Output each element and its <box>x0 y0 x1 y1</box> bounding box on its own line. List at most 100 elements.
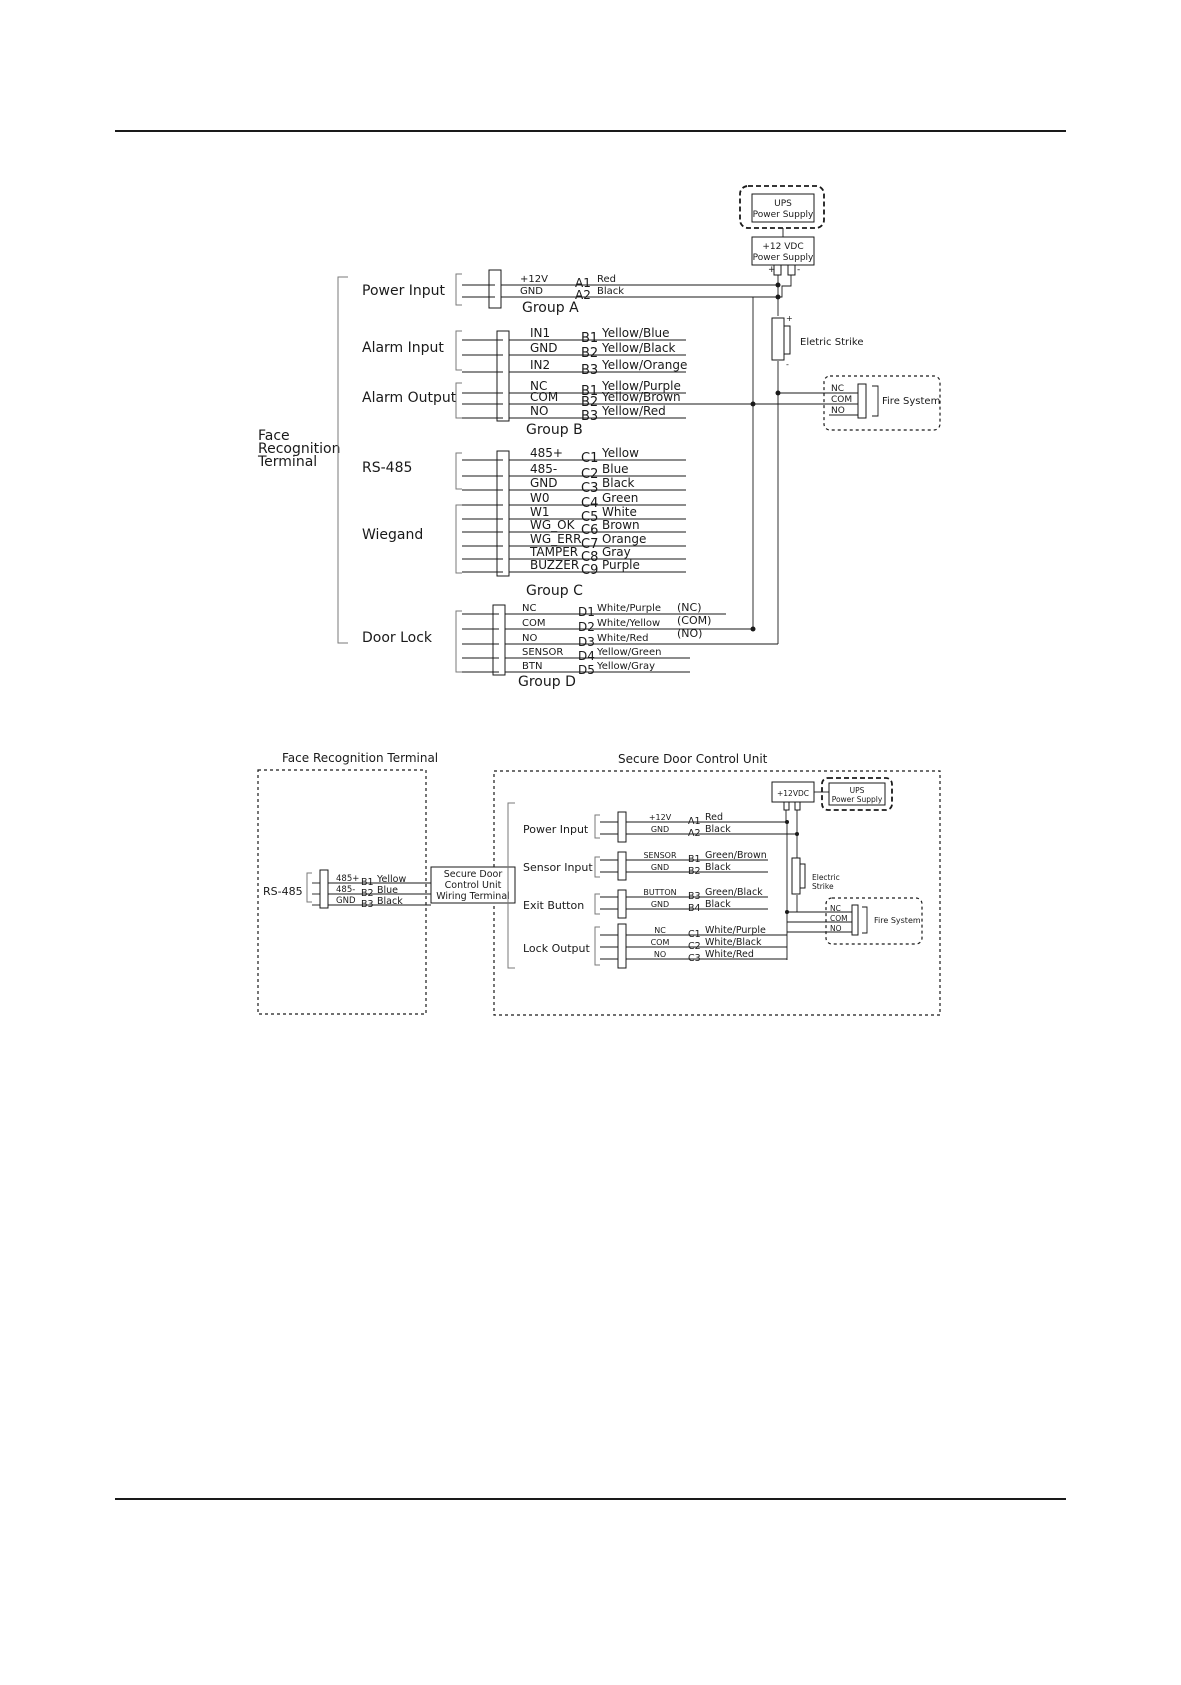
wire-pin: B1 <box>581 384 598 399</box>
bracket-alarm-in <box>455 330 462 371</box>
fire-pin-no: NO <box>831 406 845 416</box>
bottom-fire-link-wire <box>787 903 852 933</box>
wire-pin: C8 <box>581 550 598 565</box>
wire-color: White/Red <box>705 949 754 960</box>
wire-color: White/Purple <box>597 603 661 614</box>
wire-color: White/Purple <box>705 925 766 936</box>
wire-pin: C2 <box>581 467 598 482</box>
psu-label-2: Power Supply <box>753 253 814 263</box>
ups-box <box>751 193 815 223</box>
section-door-lock: Door Lock <box>362 630 433 646</box>
wire-signal-name: BUTTON <box>643 888 676 897</box>
wire-pin: B3 <box>688 891 701 902</box>
section-rs485: RS-485 <box>362 460 412 476</box>
wire-pin: A1 <box>575 276 591 290</box>
bottom-fire-bracket <box>862 906 868 934</box>
bottom-connector-a <box>617 811 627 843</box>
bottom-fire-dashed-box <box>825 897 923 945</box>
wire-signal-name: WG_ERR <box>530 532 581 546</box>
secure-door-unit-diagram: Face Recognition Terminal Secure Door Co… <box>257 751 941 1016</box>
wire-signal-name: GND <box>520 286 543 297</box>
wire-pin: D3 <box>578 635 595 649</box>
bottom-psu-terminal-minus <box>794 801 801 811</box>
bottom-section-power: Power Input <box>523 823 589 836</box>
wire-pin: B1 <box>361 877 374 888</box>
bottom-psu-label: +12VDC <box>777 789 809 798</box>
wire-signal-name: TAMPER <box>529 545 578 559</box>
wire-pin: C3 <box>688 953 701 964</box>
ups-dashed-box <box>739 185 825 229</box>
bracket-door-lock <box>455 610 462 673</box>
bottom-strike-latch <box>799 863 806 889</box>
bottom-psu-terminal-plus <box>783 801 790 811</box>
connector-group-c <box>496 450 510 577</box>
strike-body <box>771 317 785 361</box>
section-alarm-input: Alarm Input <box>362 340 444 356</box>
wire-color: Yellow <box>601 446 639 460</box>
rs485-bracket <box>306 872 312 903</box>
wire-pin: A2 <box>688 828 701 839</box>
wire-pin: A1 <box>688 816 701 827</box>
wire-color: Black <box>705 824 731 835</box>
terminal-wiring-diagram: Face Recognition Terminal Power Input Al… <box>257 185 941 690</box>
wire-color: Brown <box>602 518 640 532</box>
fire-pin-nc: NC <box>831 384 844 394</box>
fire-pin-com: COM <box>831 395 852 405</box>
fire-system-relay <box>857 383 867 419</box>
wire-pin: A2 <box>575 288 591 302</box>
wire-pin: D5 <box>578 663 595 677</box>
psu-terminal-plus <box>773 264 782 276</box>
wire-signal-name: 485- <box>530 462 557 476</box>
wire-pin: D4 <box>578 649 595 663</box>
bracket-alarm-out <box>455 382 462 419</box>
wire-signal-name: NO <box>530 404 548 418</box>
fire-system-dashed-box <box>823 375 941 431</box>
wire-color: Yellow/Gray <box>596 661 655 672</box>
wire-pin: B4 <box>688 903 701 914</box>
wiring-terminal-box <box>430 866 516 904</box>
wire-signal-name: 485+ <box>530 446 563 460</box>
section-power-input: Power Input <box>362 283 446 299</box>
psu-box <box>751 236 815 266</box>
wire-pin: C1 <box>688 929 701 940</box>
ups-label-2: Power Supply <box>753 210 814 220</box>
group-d-label: Group D <box>518 674 576 690</box>
bottom-bracket-lock <box>594 926 600 966</box>
power-plus-wire <box>652 275 779 286</box>
bottom-ups-box <box>828 782 886 806</box>
connector-group-d <box>492 604 506 676</box>
section-wiegand: Wiegand <box>362 527 423 543</box>
wire-signal-name: GND <box>336 896 356 906</box>
wire-color: Green/Black <box>705 887 763 898</box>
wire-color: Yellow/Blue <box>601 326 670 340</box>
strike-label: Eletric Strike <box>800 337 863 348</box>
wire-pin: D1 <box>578 605 595 619</box>
bottom-fire-pin-nc: NC <box>830 904 841 913</box>
bracket-power <box>455 273 462 306</box>
wire-pin: B2 <box>361 888 374 899</box>
bottom-connector-b1 <box>617 851 627 881</box>
right-panel-title: Secure Door Control Unit <box>618 752 768 766</box>
section-alarm-output: Alarm Output <box>362 390 457 406</box>
wire-color: Gray <box>602 545 631 559</box>
wire-color: White/Black <box>705 937 762 948</box>
wire-color: Orange <box>602 532 646 546</box>
wire-signal-name: COM <box>522 618 545 629</box>
wire-pin: C1 <box>581 451 598 466</box>
wire-color: Yellow/Brown <box>601 390 681 404</box>
wire-signal-name: BTN <box>522 661 542 672</box>
fire-bracket <box>872 385 879 417</box>
fire-link-wire <box>652 392 829 405</box>
wire-color: Blue <box>602 462 629 476</box>
bottom-strike-body <box>791 857 801 895</box>
wiring-terminal-label-3: Wiring Terminal <box>436 891 510 902</box>
left-panel-box <box>257 769 427 1015</box>
wire-color: Yellow/Green <box>596 647 661 658</box>
wire-signal-name: NO <box>654 950 666 959</box>
bottom-connector-b2 <box>617 889 627 919</box>
wire-pin: B2 <box>581 346 598 361</box>
wire-signal-name: SENSOR <box>643 851 676 860</box>
wire-signal-name: NC <box>522 603 536 614</box>
lock-tag-nc: (NC) <box>677 601 702 614</box>
